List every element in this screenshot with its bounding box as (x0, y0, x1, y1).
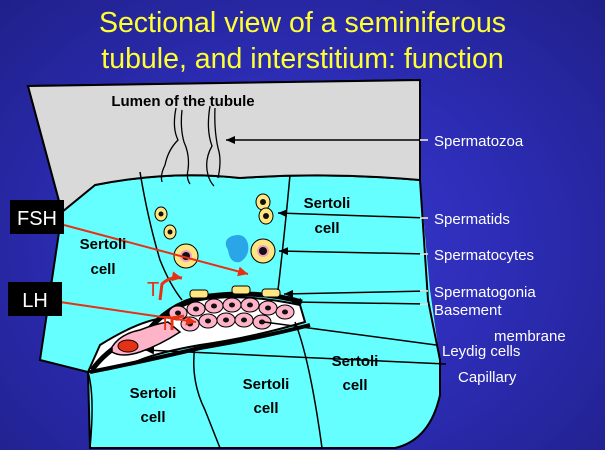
spermatogonia-label: Spermatogonia (434, 284, 536, 301)
testosterone-arrow-2 (170, 314, 185, 330)
basement-membrane-lower (89, 323, 311, 374)
lumen-cover (26, 78, 421, 214)
sertoli-label-bottom-mid-word1: Sertoli (243, 376, 290, 393)
leydig-cells (168, 297, 295, 332)
slide-title-line-1: Sectional view of a seminiferous (98, 7, 507, 39)
fsh-box (10, 200, 64, 234)
spermatocytes-label: Spermatocytes (434, 247, 534, 264)
label-pointers (144, 136, 447, 365)
slide-title-line-2: tubule, and interstitium: function (101, 43, 504, 75)
fsh-label: FSH (17, 208, 57, 230)
sertoli-boundaries (87, 171, 323, 449)
sertoli-label-left-word1: Sertoli (80, 236, 127, 253)
spermatocytes (173, 235, 276, 269)
fsh-arrow (63, 224, 249, 277)
capillary-label: Capillary (458, 369, 517, 386)
lumen-label: Lumen of the tubule (111, 93, 254, 110)
label-pointers-white (420, 139, 428, 305)
lh-label: LH (22, 290, 48, 312)
sertoli-label-top-right-word1: Sertoli (304, 195, 351, 212)
spermatozoa (160, 105, 221, 187)
testosterone-label-2: T (159, 313, 171, 335)
sertoli-label-bottom-right-word1: Sertoli (332, 353, 379, 370)
lh-box (8, 282, 62, 316)
membrane-label: membrane (494, 328, 566, 345)
capillary-red-cell (117, 339, 139, 353)
testosterone-arrow-1 (158, 271, 183, 301)
sertoli-label-top-right-word2: cell (314, 220, 339, 237)
leydig-label: Leydig cells (442, 343, 520, 360)
spermatids-label: Spermatids (434, 211, 510, 228)
spermatids (154, 193, 274, 240)
sertoli-label-bottom-right-word2: cell (342, 377, 367, 394)
spermatozoa-label: Spermatozoa (434, 133, 524, 150)
basement-label: Basement (434, 302, 502, 319)
sertoli-label-bottom-mid-word2: cell (253, 400, 278, 417)
testosterone-label-1: T (147, 279, 159, 301)
sertoli-label-bottom-left-word2: cell (140, 409, 165, 426)
sertoli-label-bottom-left-word1: Sertoli (130, 385, 177, 402)
spermatogonia-cells (189, 285, 281, 299)
sertoli-label-left-word2: cell (90, 261, 115, 278)
